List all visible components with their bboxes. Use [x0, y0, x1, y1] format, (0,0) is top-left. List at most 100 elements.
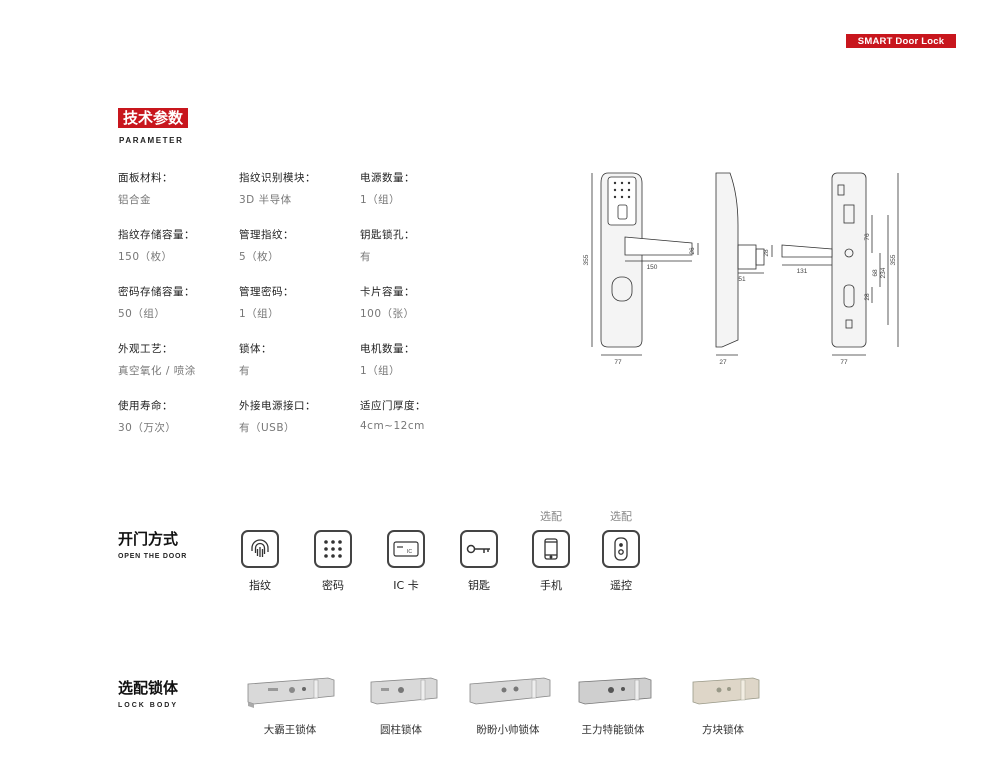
parameter-value: 有 — [239, 365, 250, 377]
dimension-label: 77 — [614, 359, 622, 365]
open-method-subtitle: OPEN THE DOOR — [118, 553, 188, 560]
method-name: 手机 — [540, 579, 562, 592]
parameter-item: 锁体： 有 — [239, 341, 359, 378]
parameter-item: 使用寿命： 30（万次） — [118, 398, 238, 435]
parameter-value: 4cm~12cm — [360, 420, 425, 432]
parameter-value: 50（组） — [118, 308, 166, 320]
dimension-label: 76 — [864, 233, 871, 241]
parameter-label: 密码存储容量： — [118, 286, 195, 298]
method-name: IC 卡 — [393, 579, 419, 592]
parameter-label: 锁体： — [239, 343, 272, 355]
dimension-label: 355 — [583, 254, 590, 265]
method-optional-label — [376, 508, 436, 522]
lock-body-name: 方块锁体 — [702, 724, 744, 736]
method-password: 密码 — [303, 508, 363, 593]
parameter-value: 有（USB） — [239, 422, 296, 434]
parameter-label: 管理指纹： — [239, 229, 294, 241]
parameter-item: 管理密码： 1（组） — [239, 284, 359, 321]
parameter-value: 铝合金 — [118, 194, 151, 206]
dimension-label: 77 — [840, 359, 848, 365]
lock-body-name: 王力特能锁体 — [581, 724, 645, 736]
method-optional-label — [230, 508, 290, 522]
dimension-label: 131 — [797, 268, 808, 275]
method-optional-label: 选配 — [610, 510, 632, 523]
brand-tag: SMART Door Lock — [846, 34, 956, 48]
method-key: 钥匙 — [449, 508, 509, 593]
dimension-label: 28 — [763, 249, 770, 257]
parameter-label: 管理密码： — [239, 286, 294, 298]
phone-icon — [532, 530, 570, 568]
parameter-value: 30（万次） — [118, 422, 177, 434]
parameter-label: 外接电源接口： — [239, 400, 316, 412]
dimension-label: 27 — [719, 359, 727, 365]
parameter-item: 卡片容量： 100（张） — [360, 284, 480, 321]
lock-body-item: 盼盼小帅锁体 — [453, 672, 563, 737]
method-optional-label — [303, 508, 363, 522]
parameter-item: 适应门厚度： 4cm~12cm — [360, 398, 480, 432]
parameter-label: 钥匙锁孔： — [360, 229, 415, 241]
parameter-item: 外观工艺： 真空氧化 / 喷涂 — [118, 341, 238, 378]
parameter-value: 5（枚） — [239, 251, 280, 263]
lock-body-image — [692, 677, 760, 705]
dimension-label: 355 — [890, 254, 897, 265]
open-method-title: 开门方式 — [118, 530, 179, 548]
ic-card-text: IC — [407, 549, 412, 555]
lock-body-item: 圆柱锁体 — [346, 672, 456, 737]
parameter-item: 电源数量： 1（组） — [360, 170, 480, 207]
parameter-label: 外观工艺： — [118, 343, 173, 355]
method-name: 遥控 — [610, 579, 632, 592]
parameter-title: 技术参数 — [118, 108, 189, 128]
parameter-subtitle: PARAMETER — [119, 136, 184, 145]
parameter-item: 外接电源接口： 有（USB） — [239, 398, 359, 435]
parameter-item: 指纹存储容量： 150（枚） — [118, 227, 238, 264]
parameter-label: 适应门厚度： — [360, 400, 426, 412]
lock-body-subtitle: LOCK BODY — [118, 702, 178, 709]
parameter-item: 密码存储容量： 50（组） — [118, 284, 238, 321]
method-name: 钥匙 — [468, 579, 490, 592]
dimension-label: 28 — [864, 293, 871, 301]
dimension-label: 68 — [872, 269, 879, 277]
lock-body-image — [247, 677, 335, 708]
method-name: 指纹 — [249, 579, 271, 592]
fingerprint-icon — [241, 530, 279, 568]
parameter-item: 指纹识别模块： 3D 半导体 — [239, 170, 359, 207]
ic-card-icon: IC — [387, 530, 425, 568]
method-name: 密码 — [322, 579, 344, 592]
parameter-value: 1（组） — [239, 308, 280, 320]
dimension-label: 51 — [738, 276, 746, 283]
parameter-label: 指纹识别模块： — [239, 172, 316, 184]
dimension-label: 150 — [647, 264, 658, 271]
parameter-value: 150（枚） — [118, 251, 173, 263]
method-optional-label: 选配 — [540, 510, 562, 523]
method-remote: 选配 遥控 — [591, 508, 651, 593]
keypad-icon — [314, 530, 352, 568]
parameter-item: 面板材料： 铝合金 — [118, 170, 238, 207]
key-icon — [460, 530, 498, 568]
parameter-value: 1（组） — [360, 194, 401, 206]
parameter-value: 真空氧化 / 喷涂 — [118, 365, 196, 377]
parameter-item: 电机数量： 1（组） — [360, 341, 480, 378]
lock-body-item: 方块锁体 — [668, 672, 778, 737]
lock-body-item: 王力特能锁体 — [558, 672, 668, 737]
lock-body-name: 大霸王锁体 — [263, 724, 317, 736]
dimension-label: 234 — [880, 267, 887, 278]
parameter-value: 3D 半导体 — [239, 194, 292, 206]
lock-body-item: 大霸王锁体 — [235, 672, 345, 737]
remote-icon — [602, 530, 640, 568]
parameter-label: 电源数量： — [360, 172, 415, 184]
parameter-label: 指纹存储容量： — [118, 229, 195, 241]
parameter-label: 面板材料： — [118, 172, 173, 184]
lock-body-title: 选配锁体 — [118, 679, 179, 697]
lock-body-image — [370, 677, 438, 705]
parameter-label: 卡片容量： — [360, 286, 415, 298]
dimension-label: 26 — [689, 247, 696, 255]
parameter-value: 100（张） — [360, 308, 415, 320]
parameter-label: 电机数量： — [360, 343, 415, 355]
method-optional-label — [449, 508, 509, 522]
parameter-value: 1（组） — [360, 365, 401, 377]
parameter-label: 使用寿命： — [118, 400, 173, 412]
parameter-value: 有 — [360, 251, 371, 263]
parameter-item: 管理指纹： 5（枚） — [239, 227, 359, 264]
method-ic-card: IC IC 卡 — [376, 508, 436, 593]
